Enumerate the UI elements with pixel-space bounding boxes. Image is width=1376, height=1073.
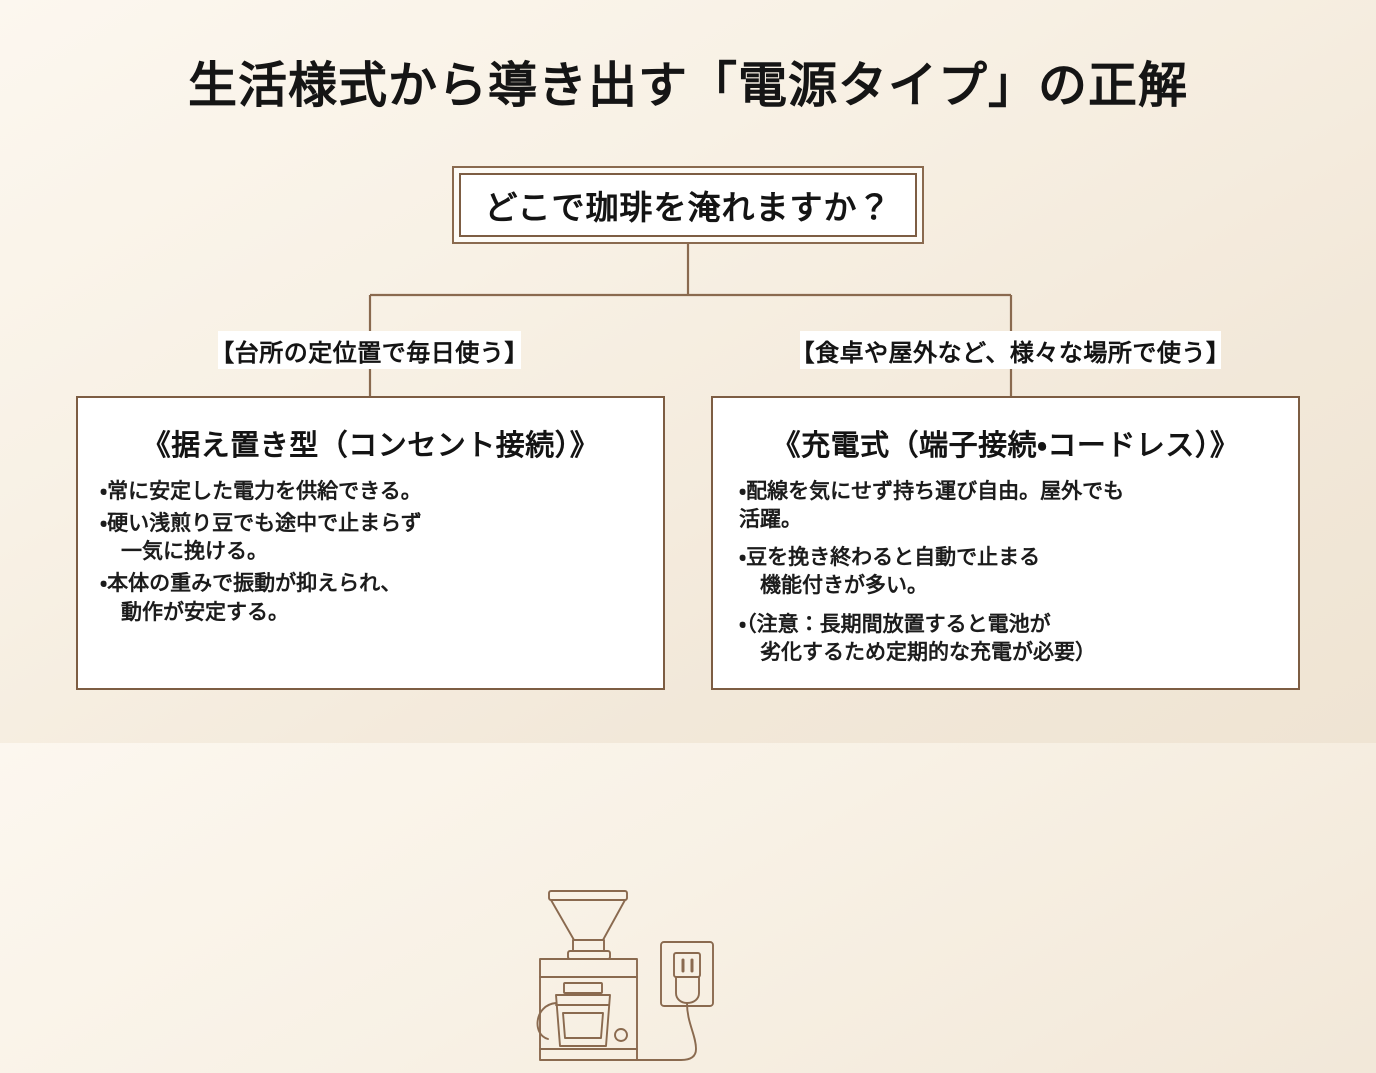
card-stationary-type: 《据え置き型（コンセント接続）》 ・常に安定した電力を供給できる。 ・硬い浅煎り…: [76, 396, 714, 1061]
card-right-heading: 《充電式（端子接続・コードレス）》: [771, 430, 1240, 462]
list-item: ・常に安定した電力を供給できる。: [100, 480, 422, 503]
branch-label-right-text: 【食卓や屋外など、様々な場所で使う】: [790, 340, 1231, 367]
branch-label-left-text: 【台所の定位置で毎日使う】: [210, 340, 529, 367]
list-item: ・配線を気にせず持ち運び自由。屋外でも活躍。: [739, 480, 1125, 532]
card-rechargeable-type: 《充電式（端子接続・コードレス）》 ・配線を気にせず持ち運び自由。屋外でも活躍。…: [711, 396, 1300, 690]
card-left-bullets: ・常に安定した電力を供給できる。 ・硬い浅煎り豆でも途中で止まらず 一気に挽ける…: [100, 478, 480, 631]
list-item: ・豆を挽き終わると自動で止まる 機能付きが多い。: [739, 546, 1041, 598]
branch-label-left: 【台所の定位置で毎日使う】: [210, 331, 528, 369]
list-item: ・（注意：長期間放置すると電池が 劣化するため定期的な充電が必要）: [739, 612, 1096, 664]
infographic-root: 生活様式から導き出す「電源タイプ」の正解 どこで珈琲を淹れますか？ 【台所の定位…: [76, 58, 1300, 1061]
question-box: どこで珈琲を淹れますか？: [452, 166, 924, 244]
page-title: 生活様式から導き出す「電源タイプ」の正解: [187, 58, 1188, 113]
list-item: ・本体の重みで振動が抑えられ、 動作が安定する。: [100, 572, 402, 624]
card-left-heading: 《据え置き型（コンセント接続）》: [141, 430, 600, 462]
card-right-bullets: ・配線を気にせず持ち運び自由。屋外でも活躍。 ・豆を挽き終わると自動で止まる 機…: [739, 478, 1139, 667]
list-item: ・硬い浅煎り豆でも途中で止まらず 一気に挽ける。: [100, 512, 422, 564]
question-text: どこで珈琲を淹れますか？: [484, 191, 892, 227]
drip-coffee-maker-with-plug-icon: [536, 890, 714, 1061]
question-box-inner-frame: どこで珈琲を淹れますか？: [459, 173, 917, 237]
branch-label-right: 【食卓や屋外など、様々な場所で使う】: [791, 331, 1230, 369]
